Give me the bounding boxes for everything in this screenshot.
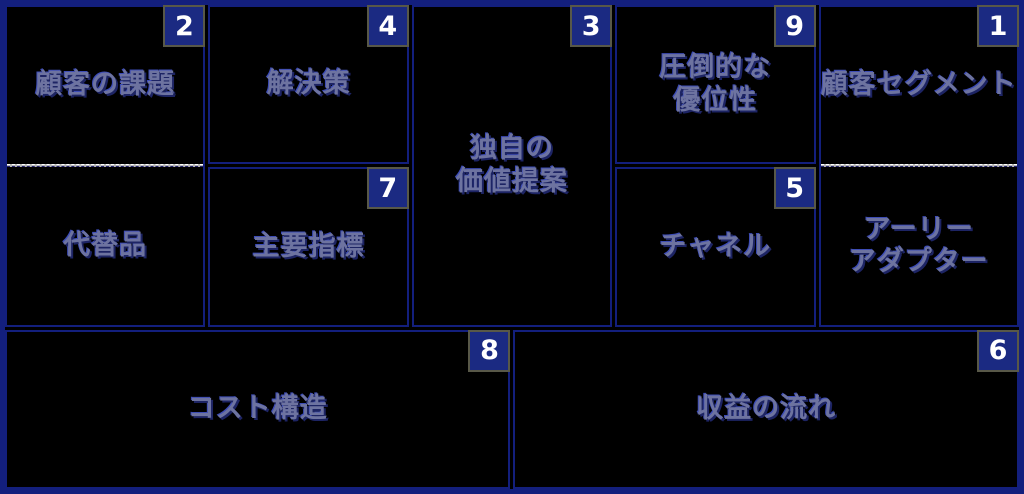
cell-number-badge-uvp: 3 (570, 5, 613, 47)
early-adopters-label-line1: アーリー (863, 213, 974, 245)
cell-cost-structure: 8 コスト構造 (5, 329, 511, 489)
uvp-label-line2: 価値提案 (455, 165, 568, 197)
cell-customer-segments-area: 顧客セグメント (821, 7, 1017, 164)
cell-number-badge-segments: 1 (976, 5, 1019, 47)
revenue-streams-label: 収益の流れ (696, 393, 837, 425)
problem-alternatives-divider (7, 164, 204, 168)
alternatives-label: 代替品 (63, 229, 148, 261)
cell-customer-problems: 2 顧客の課題 代替品 (5, 5, 206, 327)
cell-number-badge-key-metrics: 7 (366, 167, 409, 210)
early-adopters-label-line2: アダプター (848, 245, 989, 277)
cell-alternatives-area: 代替品 (7, 167, 203, 324)
cell-unique-value-proposition: 3 独自の 価値提案 (411, 5, 613, 327)
customer-problems-label: 顧客の課題 (35, 69, 176, 101)
advantage-label-line1: 圧倒的な (659, 52, 772, 84)
cell-number-badge-advantage: 9 (773, 5, 816, 47)
cell-revenue-streams: 6 収益の流れ (513, 329, 1019, 489)
key-metrics-label: 主要指標 (252, 230, 365, 262)
cell-customer-problems-area: 顧客の課題 (7, 7, 203, 164)
cell-number-badge-channels: 5 (773, 167, 816, 210)
cell-channels: 5 チャネル (615, 167, 816, 327)
channels-label: チャネル (659, 230, 772, 262)
cell-unfair-advantage: 9 圧倒的な 優位性 (615, 5, 816, 165)
cell-number-badge-revenue: 6 (976, 329, 1019, 372)
cell-customer-segments: 1 顧客セグメント アーリー アダプター (818, 5, 1019, 327)
cell-solution: 4 解決策 (208, 5, 409, 165)
solution-label: 解決策 (266, 68, 351, 100)
segments-early-adopters-divider (820, 164, 1017, 168)
cell-early-adopters-area: アーリー アダプター (821, 167, 1017, 324)
cell-number-badge-solution: 4 (366, 5, 409, 47)
uvp-label-line1: 独自の (469, 133, 554, 165)
cell-key-metrics: 7 主要指標 (208, 167, 409, 327)
cell-number-badge-cost: 8 (468, 329, 511, 372)
cell-number-badge-problem: 2 (163, 5, 206, 47)
customer-segments-label: 顧客セグメント (820, 69, 1017, 101)
advantage-label-line2: 優位性 (673, 84, 758, 116)
cost-structure-label: コスト構造 (187, 393, 328, 425)
